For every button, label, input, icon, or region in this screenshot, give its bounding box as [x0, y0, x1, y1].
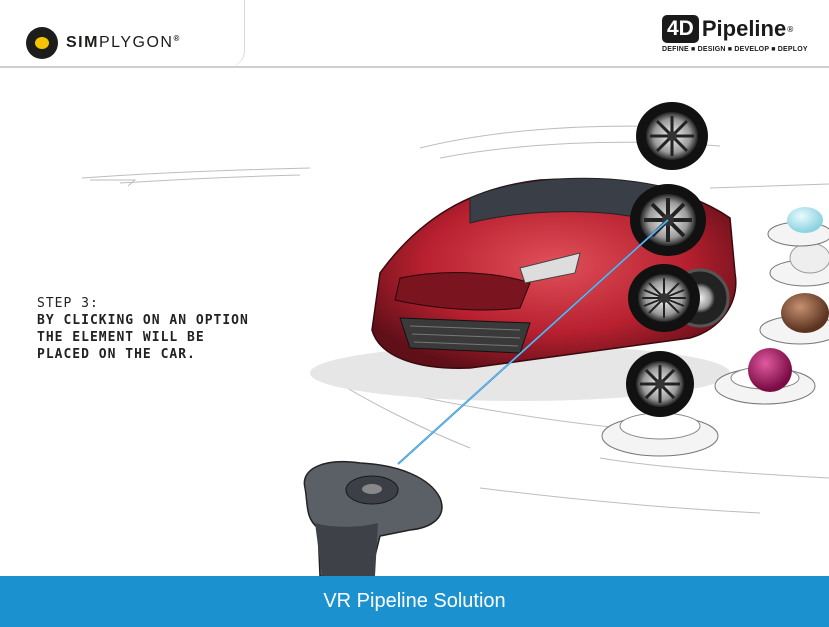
header-divider	[0, 66, 829, 68]
pipeline-text: Pipeline	[701, 16, 787, 41]
simplygon-logo-rest: PLYGON	[98, 34, 174, 51]
simplygon-mark: ®	[173, 34, 181, 43]
step-label: STEP 3:	[37, 296, 99, 311]
instruction-text: STEP 3: BY CLICKING ON AN OPTION THE ELE…	[37, 296, 249, 363]
wheel-option-1	[636, 102, 708, 170]
car-sketch-illustration	[81, 102, 829, 577]
step-line-3: PLACED ON THE CAR.	[37, 347, 196, 362]
header: SIMPLYGON® 4D Pipeline ® DEFINE ■ DESIGN…	[0, 0, 829, 68]
4d-pipeline-logo: 4D Pipeline ® DEFINE ■ DESIGN ■ DEVELOP …	[662, 15, 817, 53]
wheel-option-4	[626, 351, 694, 417]
step-line-1: BY CLICKING ON AN OPTION	[37, 313, 249, 328]
simplygon-logo: SIMPLYGON®	[26, 27, 181, 59]
pipeline-mark: ®	[786, 24, 795, 34]
pipeline-tagline: DEFINE ■ DESIGN ■ DEVELOP ■ DEPLOY	[662, 46, 808, 53]
step-line-2: THE ELEMENT WILL BE	[37, 330, 205, 345]
simplygon-logo-bold: SIM	[66, 34, 99, 51]
4d-box: 4D	[662, 15, 699, 43]
vr-controller	[303, 461, 443, 577]
footer-bar: VR Pipeline Solution	[0, 576, 829, 627]
simplygon-logo-icon	[26, 27, 58, 59]
sketch-stage: STEP 3: BY CLICKING ON AN OPTION THE ELE…	[0, 68, 829, 577]
material-pedestals	[601, 207, 829, 457]
wheel-option-3	[628, 264, 700, 332]
footer-title: VR Pipeline Solution	[323, 590, 506, 612]
